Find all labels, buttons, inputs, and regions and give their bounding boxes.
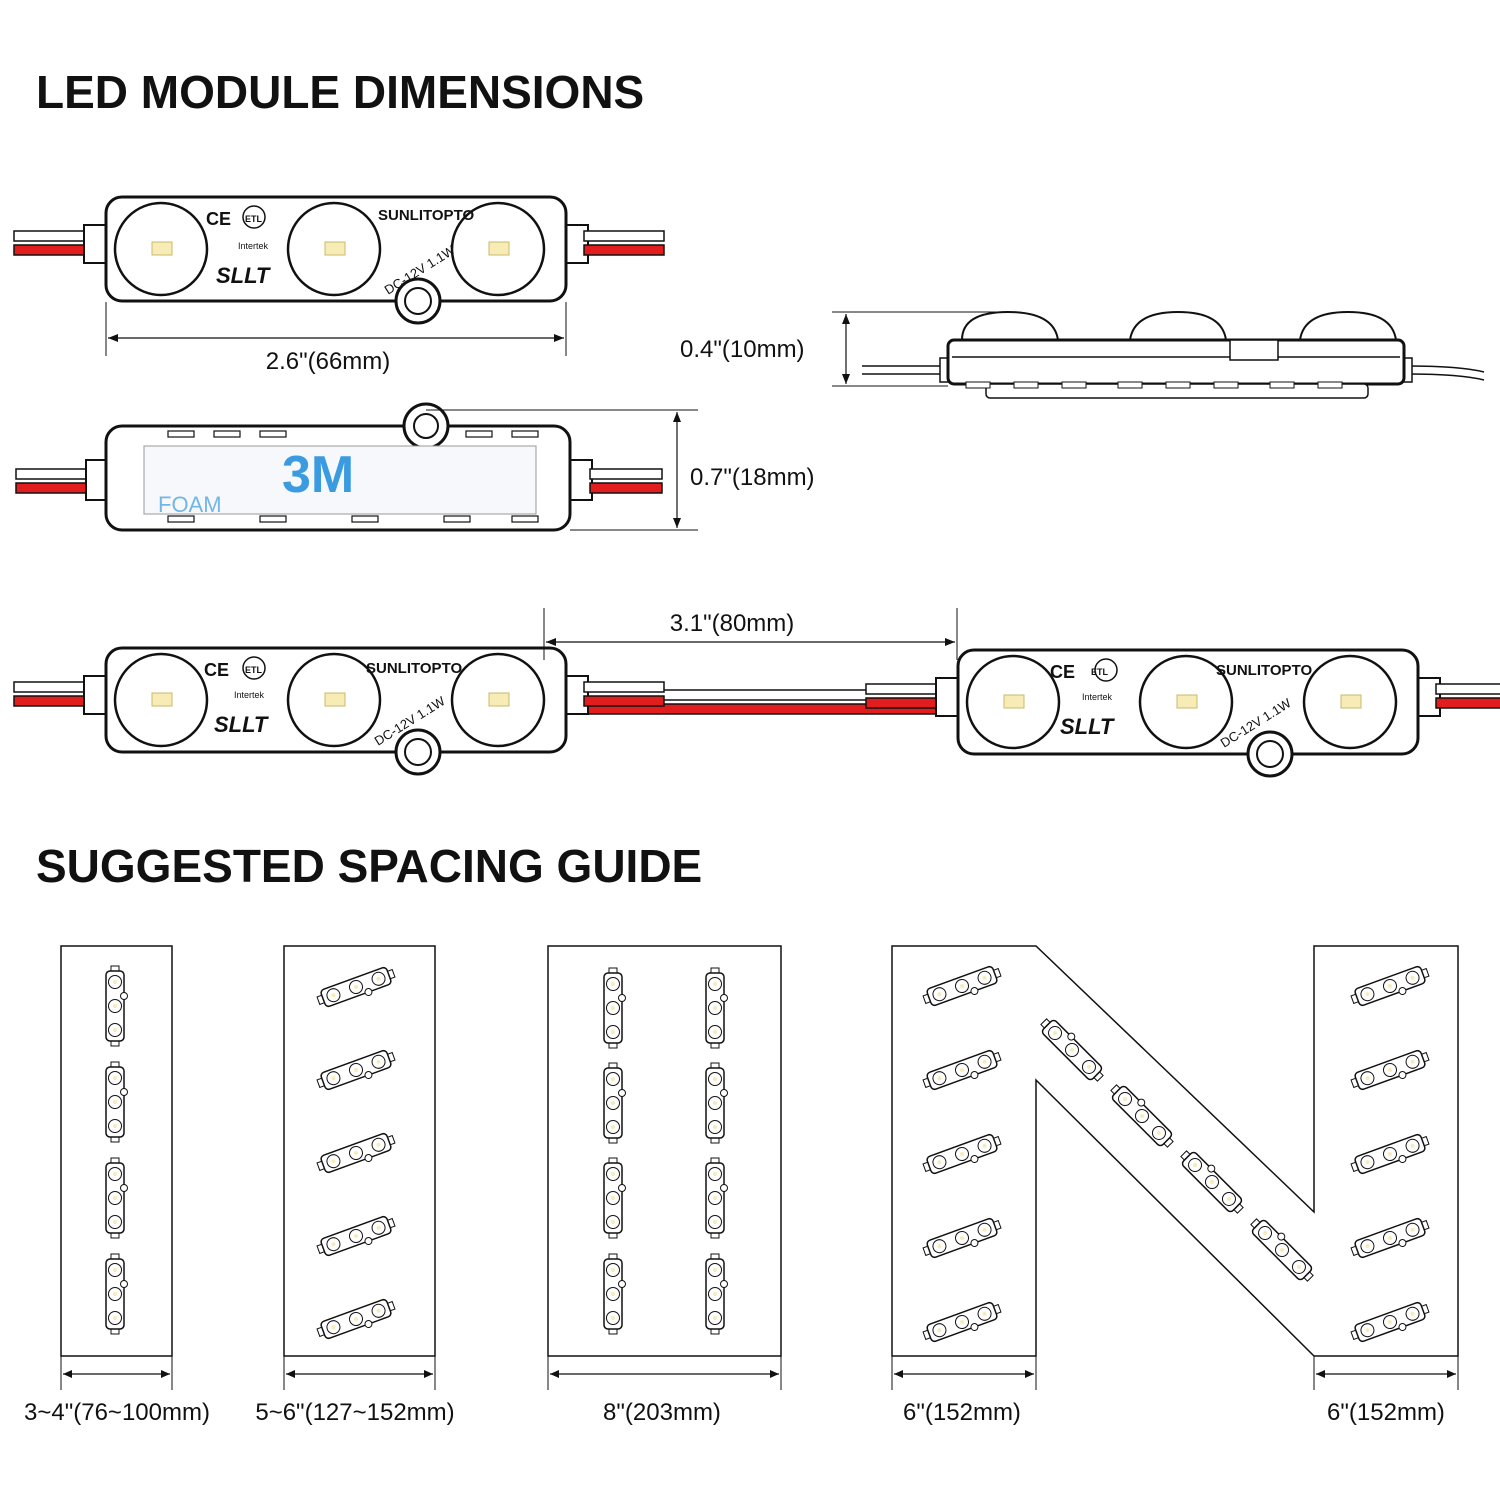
intertek-label: Intertek	[238, 241, 269, 251]
tape-brand: 3M	[282, 446, 354, 504]
tape-foam: FOAM	[158, 492, 222, 517]
pitch-label: 3.1"(80mm)	[670, 610, 795, 637]
pitch-dimension: 3.1"(80mm)	[543, 608, 958, 660]
height-dimension: 0.4"(10mm)	[680, 311, 1004, 387]
width-dimension: 0.7"(18mm)	[426, 409, 815, 531]
module-logo: SLLT	[214, 712, 269, 737]
channel-4-left-label: 6"(152mm)	[903, 1399, 1021, 1426]
module-brand: SUNLITOPTO	[1216, 662, 1312, 679]
spacing-heading: SUGGESTED SPACING GUIDE	[36, 840, 702, 892]
led-module-chain-left: CE ETL Intertek SLLT SUNLITOPTO DC-12V 1…	[12, 646, 666, 776]
module-logo: SLLT	[1060, 714, 1115, 739]
dimensions-heading: LED MODULE DIMENSIONS	[36, 66, 644, 118]
spacing-channel-1: 3~4"(76~100mm)	[24, 945, 210, 1426]
spacing-channel-4-letter: 6"(152mm) 6"(152mm)	[891, 945, 1459, 1426]
channel-3-label: 8"(203mm)	[603, 1399, 721, 1426]
module-brand: SUNLITOPTO	[366, 660, 462, 677]
channel-1-label: 3~4"(76~100mm)	[24, 1399, 210, 1426]
intertek-label: Intertek	[234, 690, 265, 700]
led-module-back-view: 3M FOAM	[15, 402, 663, 532]
led-module-chain-right: CE ETL Intertek SLLT SUNLITOPTO DC-12V 1…	[864, 648, 1500, 778]
height-label: 0.4"(10mm)	[680, 336, 805, 363]
led-module-side-view	[862, 310, 1485, 399]
ce-mark: CE	[206, 209, 231, 229]
intertek-label: Intertek	[1082, 692, 1113, 702]
etl-mark: ETL	[245, 665, 263, 675]
module-brand: SUNLITOPTO	[378, 207, 474, 224]
spacing-channel-3: 8"(203mm)	[547, 945, 782, 1426]
channel-2-label: 5~6"(127~152mm)	[255, 1399, 454, 1426]
etl-mark: ETL	[245, 214, 263, 224]
length-label: 2.6"(66mm)	[266, 348, 391, 375]
channel-4-right-label: 6"(152mm)	[1327, 1399, 1445, 1426]
led-module-top-view: CE ETL Intertek SLLT SUNLITOPTO DC-12V 1…	[12, 195, 666, 325]
module-logo: SLLT	[216, 263, 271, 288]
ce-mark: CE	[1050, 662, 1075, 682]
length-dimension: 2.6"(66mm)	[105, 302, 567, 375]
spacing-channel-2: 5~6"(127~152mm)	[255, 945, 455, 1426]
ce-mark: CE	[204, 660, 229, 680]
width-label: 0.7"(18mm)	[690, 464, 815, 491]
etl-mark: ETL	[1091, 667, 1109, 677]
